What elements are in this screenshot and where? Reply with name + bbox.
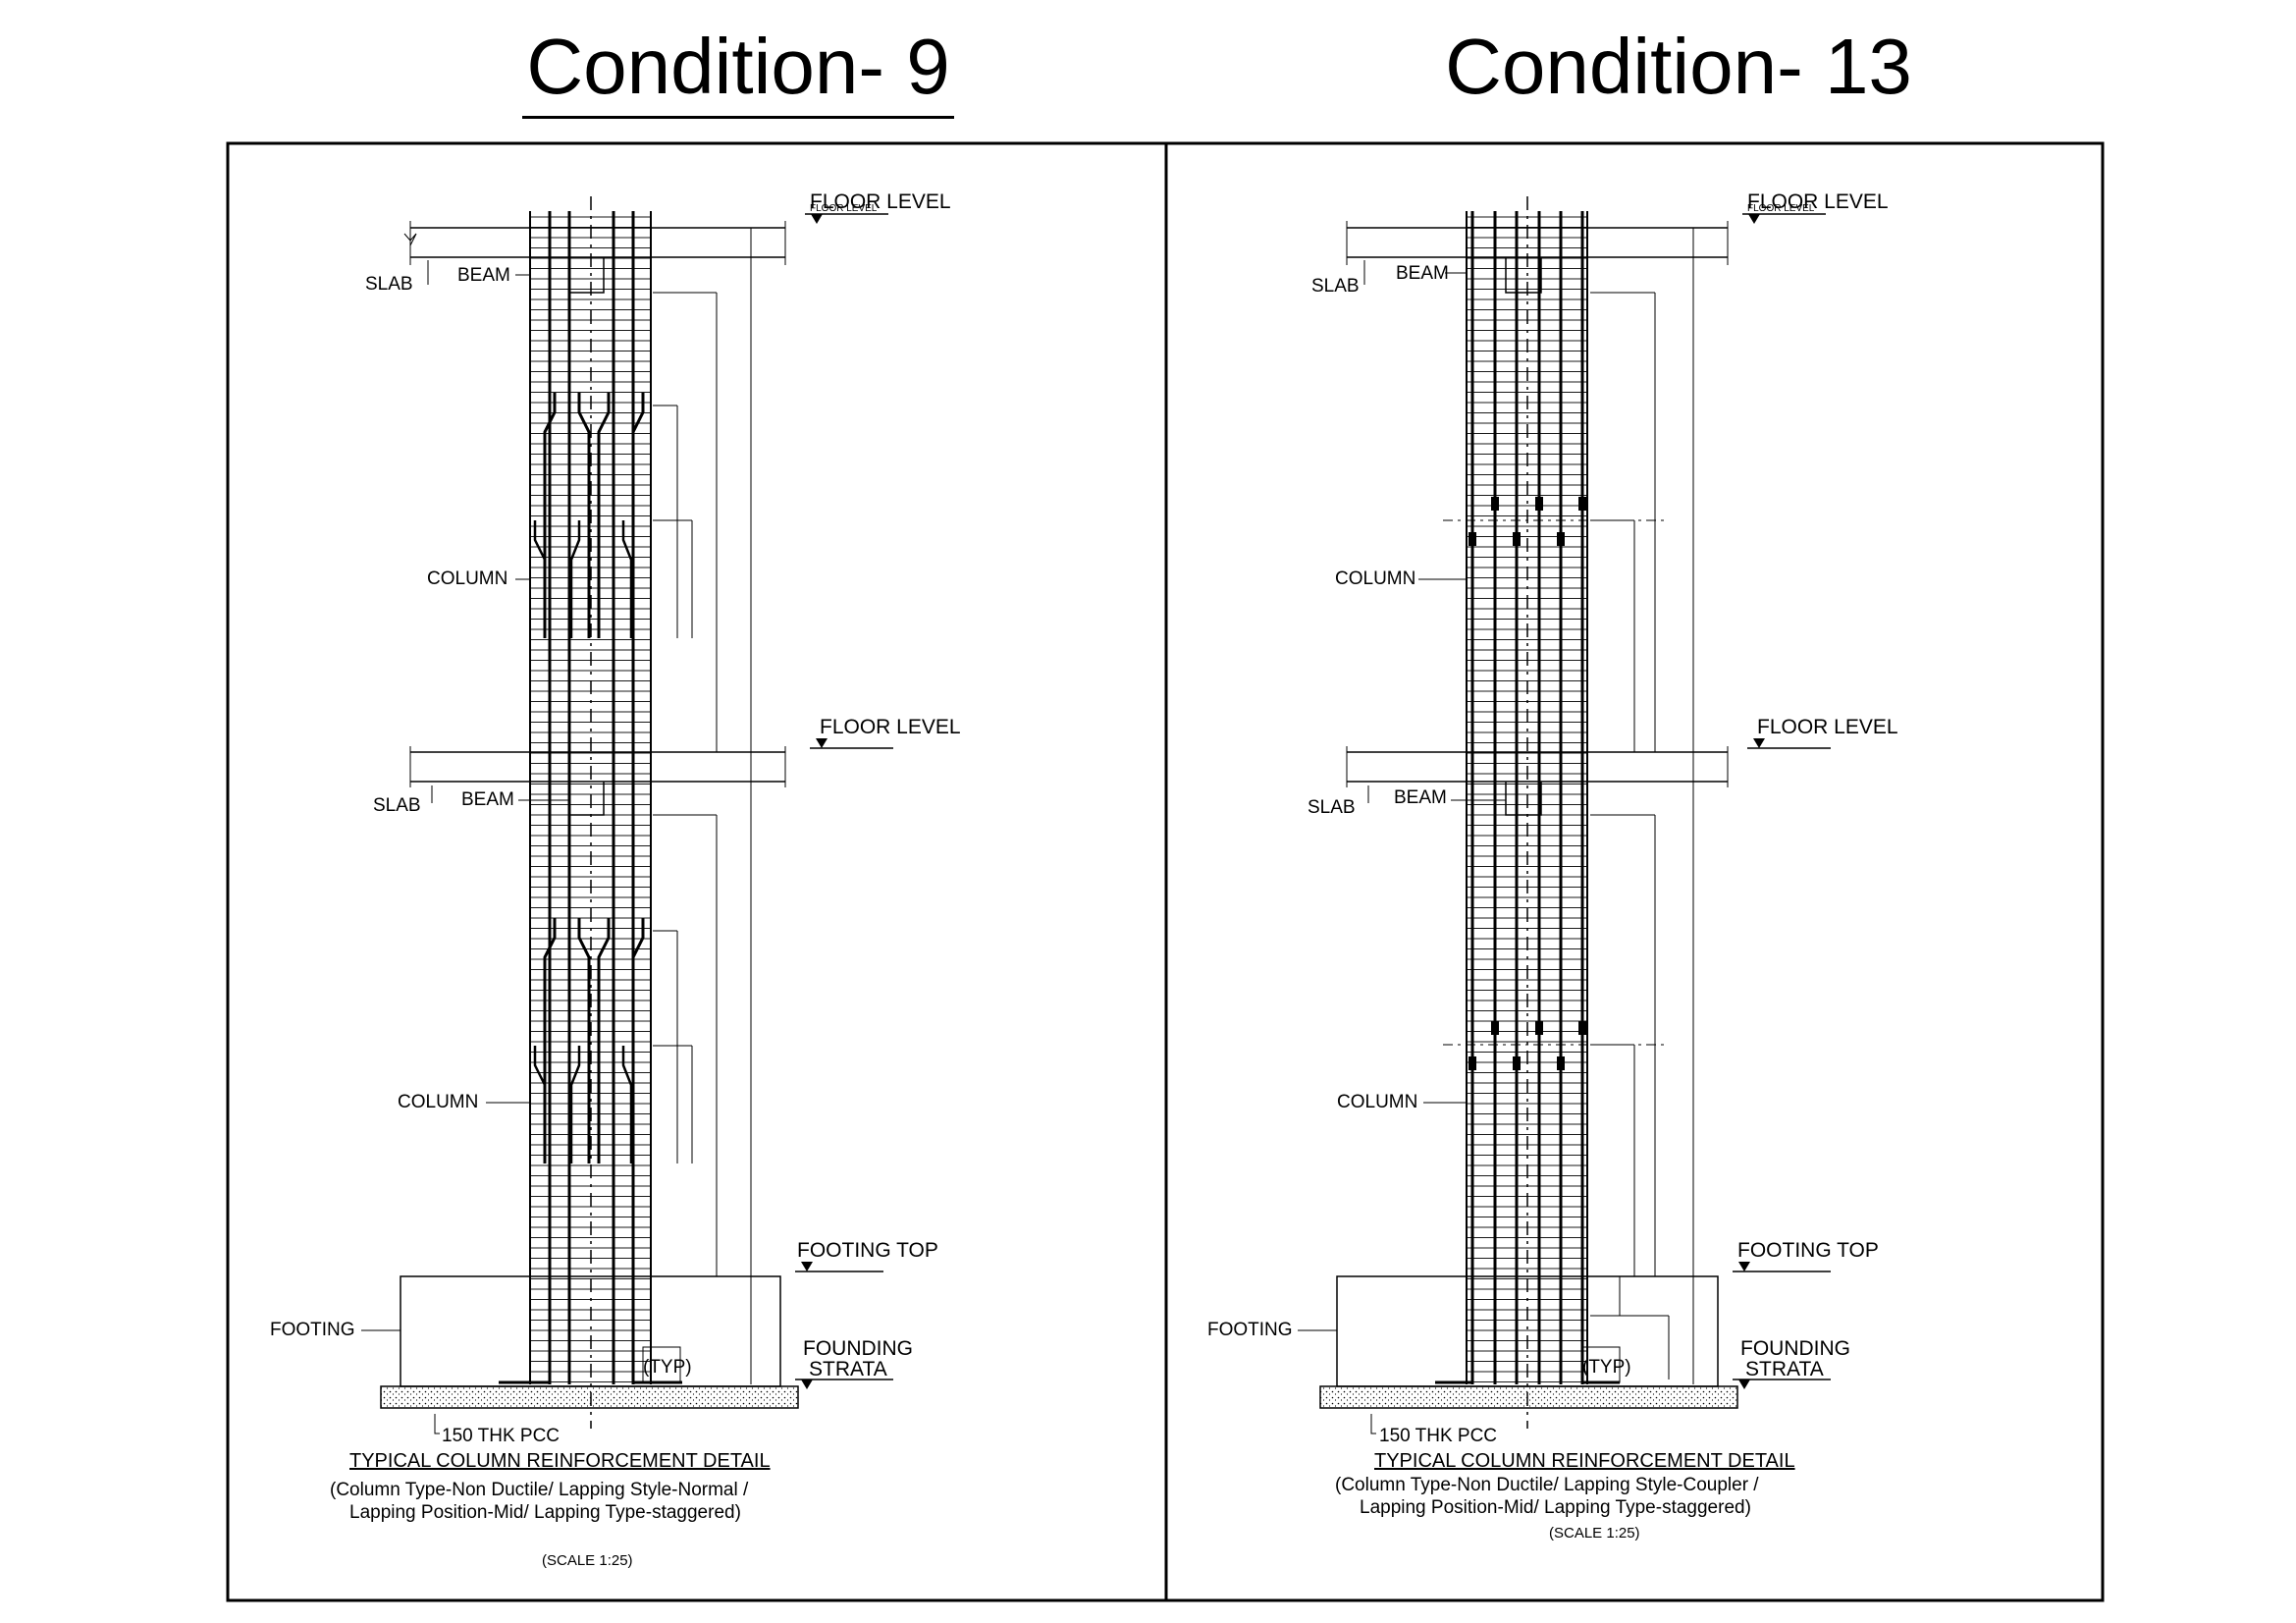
right-floor-level-top-small: FLOOR LEVEL (1747, 203, 1815, 214)
right-typ: (TYP) (1582, 1357, 1631, 1378)
right-column-upper: COLUMN (1335, 568, 1415, 589)
title-condition-9: Condition- 9 (522, 18, 954, 119)
right-detail-desc-1: (Column Type-Non Ductile/ Lapping Style-… (1335, 1475, 1759, 1495)
left-detail-desc-1: (Column Type-Non Ductile/ Lapping Style-… (330, 1480, 749, 1500)
left-strata: STRATA (809, 1358, 887, 1380)
left-column-upper: COLUMN (427, 568, 507, 589)
right-strata: STRATA (1745, 1358, 1824, 1380)
right-slab-lower: SLAB (1308, 797, 1356, 818)
left-slab-upper: SLAB (365, 274, 413, 295)
left-column-detail (361, 196, 893, 1434)
right-floor-level-mid: FLOOR LEVEL (1757, 716, 1898, 738)
right-scale: (SCALE 1:25) (1549, 1525, 1640, 1542)
left-floor-level-top: FLOOR LEVEL (810, 190, 951, 213)
right-beam-lower: BEAM (1394, 787, 1447, 808)
left-beam-lower: BEAM (461, 789, 514, 810)
right-column-detail (1298, 196, 1831, 1434)
right-pcc-layer (1319, 1385, 1738, 1409)
right-detail-desc-2: Lapping Position-Mid/ Lapping Type-stagg… (1360, 1497, 1751, 1518)
right-pcc: 150 THK PCC (1379, 1426, 1497, 1446)
right-slab-upper: SLAB (1311, 276, 1360, 297)
left-labels: FLOOR LEVEL FLOOR LEVEL SLAB BEAM COLUMN… (270, 190, 961, 1569)
right-labels: FLOOR LEVEL FLOOR LEVEL SLAB BEAM COLUMN… (1207, 190, 1898, 1542)
left-floor-level-mid: FLOOR LEVEL (820, 716, 961, 738)
left-detail-title: TYPICAL COLUMN REINFORCEMENT DETAIL (349, 1450, 771, 1472)
right-beam-upper: BEAM (1396, 263, 1449, 284)
right-floor-level-top: FLOOR LEVEL (1747, 190, 1889, 213)
left-column-lower: COLUMN (398, 1092, 478, 1112)
right-footing-top: FOOTING TOP (1737, 1239, 1879, 1262)
left-scale: (SCALE 1:25) (542, 1552, 633, 1569)
title-condition-13: Condition- 13 (1445, 23, 1912, 110)
left-floor-level-top-small: FLOOR LEVEL (810, 203, 878, 214)
left-footing: FOOTING (270, 1320, 355, 1340)
left-detail-desc-2: Lapping Position-Mid/ Lapping Type-stagg… (349, 1502, 741, 1523)
left-slab-lower: SLAB (373, 795, 421, 816)
left-footing-top: FOOTING TOP (797, 1239, 938, 1262)
right-founding: FOUNDING (1740, 1337, 1850, 1360)
left-pcc: 150 THK PCC (442, 1426, 560, 1446)
left-founding: FOUNDING (803, 1337, 913, 1360)
right-detail-title: TYPICAL COLUMN REINFORCEMENT DETAIL (1374, 1450, 1795, 1472)
right-column-lower: COLUMN (1337, 1092, 1417, 1112)
left-pcc-layer (380, 1385, 799, 1409)
left-typ: (TYP) (643, 1357, 692, 1378)
right-footing: FOOTING (1207, 1320, 1293, 1340)
left-beam-upper: BEAM (457, 265, 510, 286)
